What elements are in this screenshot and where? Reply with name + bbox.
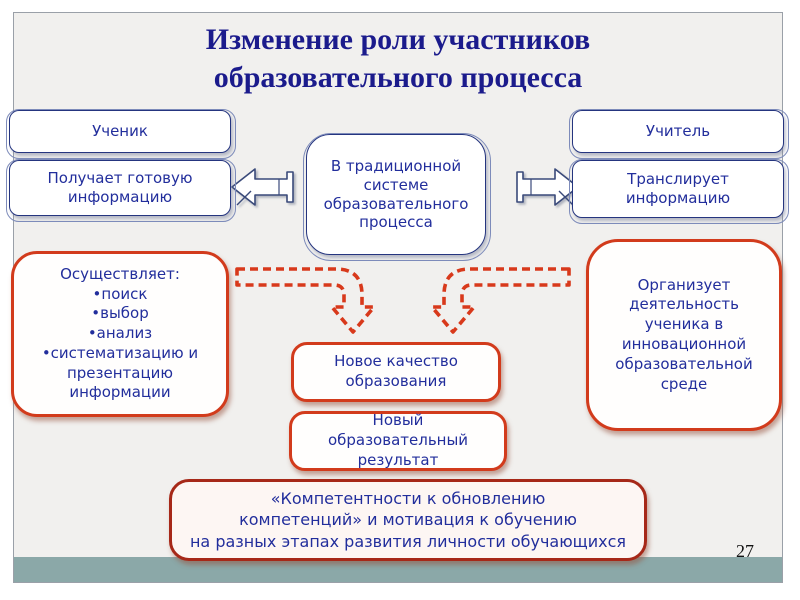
box-new-result: Новый образовательный результат	[289, 411, 507, 471]
arrow-left-icon	[231, 168, 294, 206]
box-competence-line3: на разных этапах развития личности обуча…	[189, 531, 627, 551]
box-traditional-system: В традиционной системе образовательного …	[303, 133, 491, 261]
bullet-item: •выбор	[91, 304, 149, 323]
box-student: Ученик	[6, 109, 236, 159]
box-teacher-label: Учитель	[645, 122, 711, 141]
box-new-result-label: Новый образовательный результат	[327, 411, 469, 469]
box-student-role: Получает готовую информацию	[6, 159, 236, 222]
bottom-band	[14, 557, 782, 582]
box-new-quality-label: Новое качество образования	[334, 352, 458, 390]
box-teacher-role: Транслирует информацию	[569, 159, 789, 224]
page-number: 27	[736, 541, 754, 561]
box-student-label: Ученик	[92, 122, 148, 141]
arrow-right-icon	[516, 168, 579, 206]
slide-title-line2: образовательного процесса	[213, 61, 583, 94]
box-competence: «Компетентности к обновлению компетенций…	[169, 479, 647, 561]
box-teacher-new-role: Организует деятельность ученика в иннова…	[586, 239, 782, 431]
box-teacher-role-label: Транслирует информацию	[625, 170, 731, 207]
box-competence-line1: «Компетентности к обновлению	[270, 489, 546, 509]
box-teacher: Учитель	[569, 109, 789, 159]
slide-title: Изменение роли участников образовательно…	[14, 21, 782, 97]
box-student-new-role: Осуществляет: •поиск •выбор •анализ •сис…	[11, 251, 229, 417]
bullet-item: •анализ	[87, 324, 153, 343]
slide-title-line1: Изменение роли участников	[205, 23, 591, 56]
box-student-role-label: Получает готовую информацию	[47, 169, 193, 206]
dashed-arrow-right-icon	[430, 267, 571, 334]
bullet-item: •поиск	[92, 284, 148, 303]
box-new-quality: Новое качество образования	[291, 342, 501, 402]
box-student-new-role-title: Осуществляет:	[60, 264, 180, 283]
box-teacher-new-role-label: Организует деятельность ученика в иннова…	[615, 275, 753, 393]
box-traditional-system-label: В традиционной системе образовательного …	[323, 157, 469, 232]
dashed-arrow-left-icon	[235, 267, 376, 334]
slide-panel: Изменение роли участников образовательно…	[6, 12, 789, 583]
bullet-item: •систематизацию и презентацию информации	[41, 343, 199, 402]
box-competence-line2: компетенций» и мотивация к обучению	[239, 510, 577, 530]
